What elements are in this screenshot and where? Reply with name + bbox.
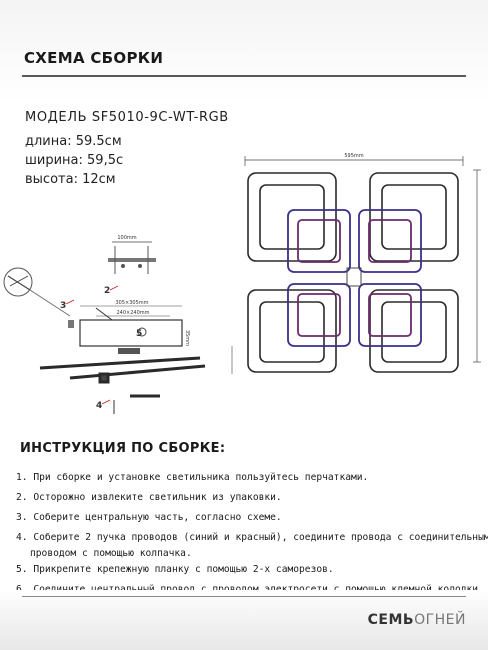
instruction-step: 6. Соедините центральный провод с провод… <box>16 582 484 598</box>
assembly-side-view-diagram: 100mm 2 3 305×305mm 240×240mm 35mm 120mm… <box>3 235 240 414</box>
instruction-step-continuation: проводом с помощью колпачка. <box>30 548 192 559</box>
spec-height: высота: 12см <box>25 172 116 187</box>
small-height-label: 35mm <box>184 330 190 346</box>
instruction-step: 5. Прикрепите крепежную планку с помощью… <box>16 564 334 575</box>
base-dimensions: 305×305mm 240×240mm 35mm 120mm <box>80 300 240 374</box>
instruction-step: 4. Соберите 2 пучка проводов (синий и кр… <box>16 530 488 562</box>
instruction-step: 3. Соберите центральную часть, согласно … <box>16 512 282 523</box>
outer-ring-squares <box>247 172 459 373</box>
brand-light: ОГНЕЙ <box>414 612 466 628</box>
lamp-top-view-diagram: 595mm 595mm <box>244 153 485 373</box>
callout-2: 2 <box>104 286 110 296</box>
callout-3: 3 <box>60 301 66 311</box>
spec-width: ширина: 59,5с <box>25 153 124 168</box>
bracket-label: 100mm <box>117 235 136 241</box>
page-title: СХЕМА СБОРКИ <box>24 49 164 67</box>
lamp-arms <box>39 356 206 398</box>
header-band <box>0 0 488 103</box>
screw-part <box>68 320 74 328</box>
plate-label: 240×240mm <box>116 310 149 316</box>
instruction-step: 1. При сборке и установке светильника по… <box>16 472 369 483</box>
side-dimension-line: 595mm <box>473 169 485 363</box>
instruction-step-text: 4. Соберите 2 пучка проводов (синий и кр… <box>16 532 488 543</box>
top-width-label: 595mm <box>344 153 363 159</box>
spec-length: длина: 59.5см <box>25 134 122 149</box>
instruction-list: 1. При сборке и установке светильника по… <box>16 470 488 602</box>
spec-model: МОДЕЛЬ SF5010-9C-WT-RGB <box>25 110 229 125</box>
brand-logo: СЕМЬОГНЕЙ <box>368 612 466 628</box>
center-frame <box>346 267 362 287</box>
mounting-bracket: 100mm <box>108 235 156 274</box>
callout-3-arrow <box>65 299 75 305</box>
callout-2-arrow <box>109 285 119 291</box>
central-unit <box>79 307 183 354</box>
callout-5: 5 <box>136 329 142 339</box>
instruction-step: 2. Осторожно извлеките светильник из упа… <box>16 492 282 503</box>
inner-rgb-squares <box>287 209 422 347</box>
brand-bold: СЕМЬ <box>367 612 415 628</box>
callout-4: 4 <box>96 401 102 411</box>
base-label: 305×305mm <box>115 300 148 306</box>
screw-detail <box>3 267 71 317</box>
header-divider <box>22 75 466 77</box>
callout-4-arrow <box>101 399 111 405</box>
top-dimension-line: 595mm <box>244 153 464 166</box>
footer-band <box>0 590 488 650</box>
total-height-label: 120mm <box>238 348 240 367</box>
instructions-title: ИНСТРУКЦИЯ ПО СБОРКЕ: <box>20 441 226 456</box>
footer-divider <box>22 596 466 597</box>
side-height-label: 595mm <box>483 256 485 275</box>
